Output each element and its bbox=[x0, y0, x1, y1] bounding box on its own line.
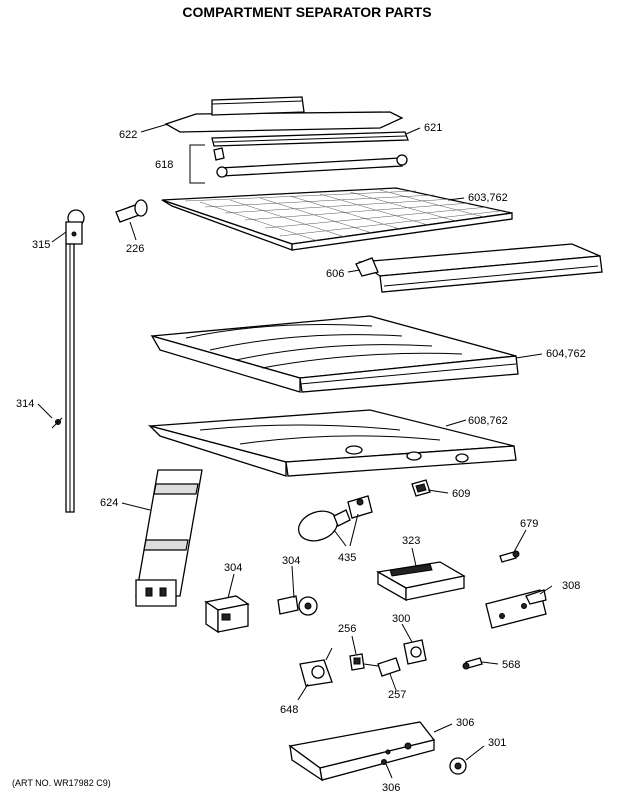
label-618: 618 bbox=[155, 159, 173, 171]
leader-lines bbox=[37, 123, 553, 779]
label-301: 301 bbox=[488, 737, 506, 749]
label-603: 603,762 bbox=[468, 192, 508, 204]
label-323: 323 bbox=[402, 535, 420, 547]
label-606: 606 bbox=[326, 268, 344, 280]
part-256-switch bbox=[349, 653, 365, 671]
part-304-block bbox=[204, 595, 250, 634]
part-301-grommet bbox=[449, 757, 467, 775]
label-622: 622 bbox=[119, 129, 137, 141]
label-315: 315 bbox=[32, 239, 50, 251]
label-300: 300 bbox=[392, 613, 410, 625]
label-609: 609 bbox=[452, 488, 470, 500]
part-435-bulb bbox=[297, 509, 351, 542]
part-608-separator bbox=[147, 409, 517, 477]
label-624: 624 bbox=[100, 497, 118, 509]
part-624-duct bbox=[135, 469, 203, 607]
part-323-housing bbox=[376, 561, 466, 602]
part-568-screw bbox=[462, 657, 483, 670]
page-title: COMPARTMENT SEPARATOR PARTS bbox=[182, 4, 431, 20]
part-621-rail bbox=[211, 131, 409, 147]
label-304-a: 304 bbox=[224, 562, 242, 574]
part-648-motor bbox=[299, 647, 333, 687]
label-608: 608,762 bbox=[468, 415, 508, 427]
label-226: 226 bbox=[126, 243, 144, 255]
label-308: 308 bbox=[562, 580, 580, 592]
label-648: 648 bbox=[280, 704, 298, 716]
label-604: 604,762 bbox=[546, 348, 586, 360]
part-435-socket bbox=[347, 495, 373, 519]
art-number: (ART NO. WR17982 C9) bbox=[12, 778, 111, 788]
label-435: 435 bbox=[338, 552, 356, 564]
label-304-b: 304 bbox=[282, 555, 300, 567]
part-226-pin bbox=[115, 199, 148, 223]
part-603-grid-shelf bbox=[161, 187, 513, 251]
label-256: 256 bbox=[338, 623, 356, 635]
part-300-thermostat bbox=[403, 639, 427, 665]
part-308-bracket bbox=[485, 589, 547, 629]
part-304-dial bbox=[277, 595, 318, 616]
label-679: 679 bbox=[520, 518, 538, 530]
label-314: 314 bbox=[16, 398, 34, 410]
bracket-618 bbox=[189, 144, 205, 184]
part-314-post bbox=[65, 243, 75, 513]
part-679-screw bbox=[499, 550, 520, 563]
part-315-hinge bbox=[65, 209, 85, 245]
label-257: 257 bbox=[388, 689, 406, 701]
part-618-rod bbox=[213, 147, 408, 178]
part-306-channel bbox=[288, 721, 436, 782]
part-306-screw bbox=[381, 759, 387, 765]
label-306-a: 306 bbox=[456, 717, 474, 729]
part-609-clip bbox=[411, 479, 431, 497]
part-257-connector bbox=[363, 657, 401, 677]
label-306-b: 306 bbox=[382, 782, 400, 794]
label-568: 568 bbox=[502, 659, 520, 671]
part-314-screw bbox=[51, 417, 63, 429]
part-604-separator bbox=[150, 315, 519, 393]
part-622-cover bbox=[164, 96, 404, 133]
part-606-trim bbox=[355, 243, 603, 293]
label-621: 621 bbox=[424, 122, 442, 134]
